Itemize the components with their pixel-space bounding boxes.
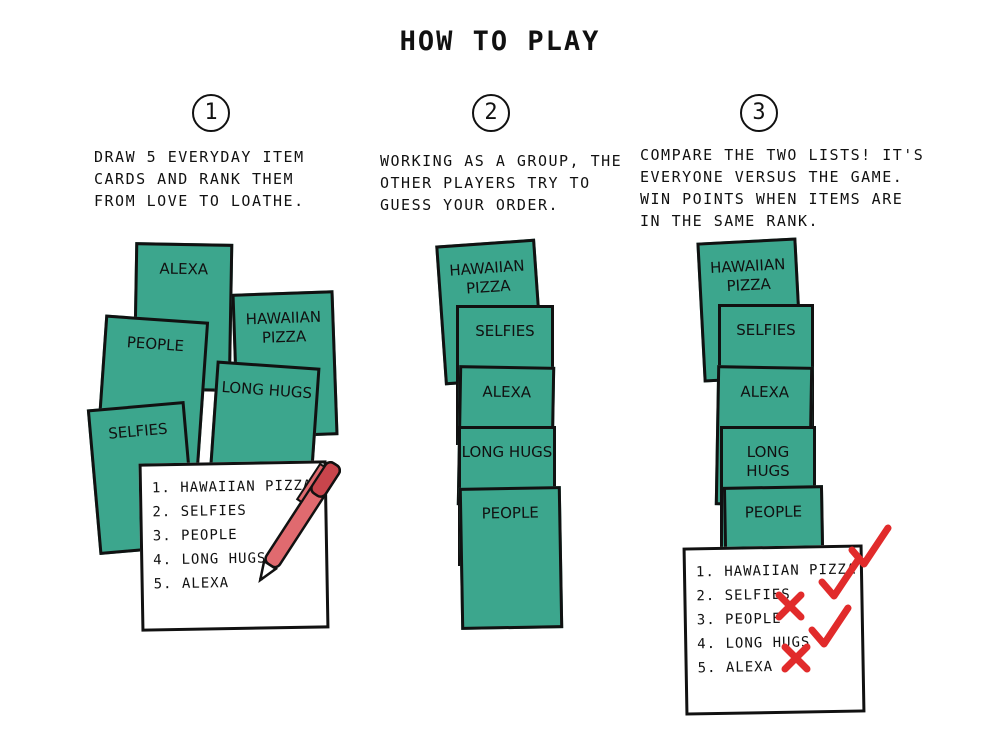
check-icon [848, 524, 892, 568]
step-2-line: WORKING AS A GROUP, THE [380, 152, 623, 170]
step-1-line: CARDS AND RANK THEM [94, 170, 295, 188]
cross-icon [775, 591, 805, 621]
step-2-instructions: WORKING AS A GROUP, THE OTHER PLAYERS TR… [380, 150, 622, 216]
step-3-instructions: COMPARE THE TWO LISTS! IT'S EVERYONE VER… [640, 144, 924, 232]
step-1-number: 1 [192, 94, 230, 132]
check-icon [818, 556, 862, 600]
step-2-line: GUESS YOUR ORDER. [380, 196, 560, 214]
step-2-number: 2 [472, 94, 510, 132]
step-1-instructions: DRAW 5 EVERYDAY ITEM CARDS AND RANK THEM… [94, 146, 305, 212]
step-3-line: EVERYONE VERSUS THE GAME. [640, 168, 904, 186]
step-3-line: WIN POINTS WHEN ITEMS ARE [640, 190, 904, 208]
step-3-line: COMPARE THE TWO LISTS! IT'S [640, 146, 925, 164]
step-1-line: DRAW 5 EVERYDAY ITEM [94, 148, 305, 166]
step-1-line: FROM LOVE TO LOATHE. [94, 192, 305, 210]
check-icon [808, 604, 852, 648]
step-3-number: 3 [740, 94, 778, 132]
step-3-line: IN THE SAME RANK. [640, 212, 820, 230]
step-2-line: OTHER PLAYERS TRY TO [380, 174, 591, 192]
page-title: HOW TO PLAY [399, 26, 601, 57]
cross-icon [781, 643, 811, 673]
